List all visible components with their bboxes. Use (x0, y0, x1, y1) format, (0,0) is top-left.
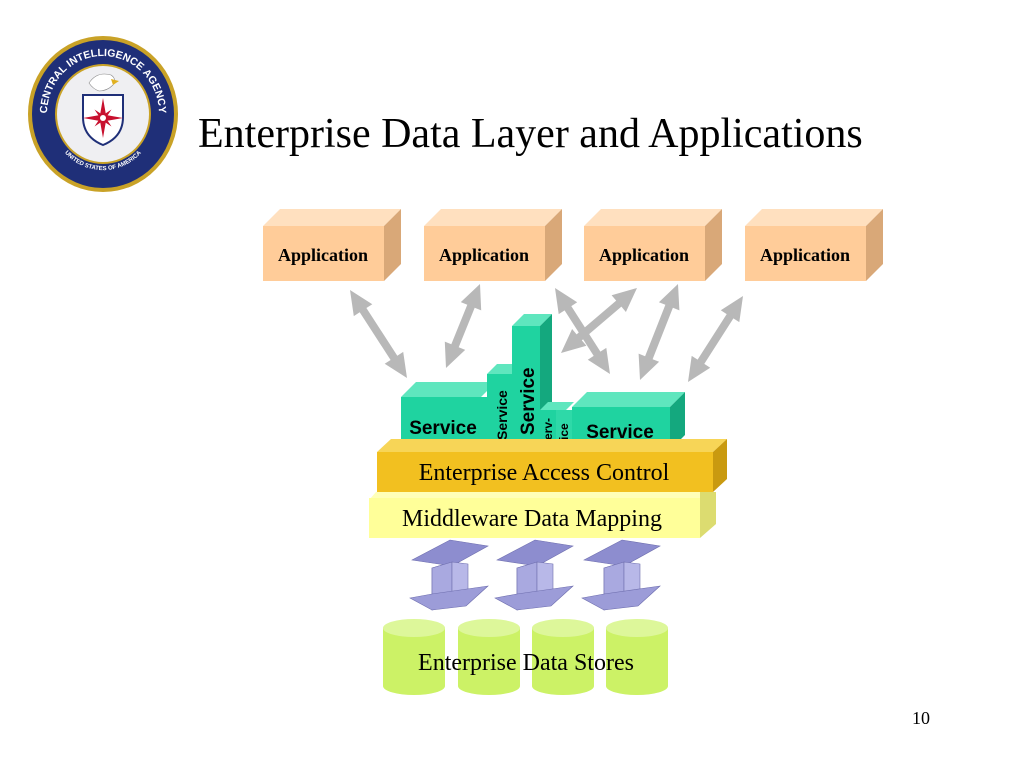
access-control-label: Enterprise Access Control (419, 460, 670, 486)
data-store-cylinder-4 (606, 619, 668, 695)
service-blocks: Service Service Service Serv- ice Servic… (401, 314, 685, 450)
application-label: Application (439, 245, 529, 265)
application-box-4: Application (745, 209, 883, 281)
application-label: Application (760, 245, 850, 265)
data-store-cylinder-1 (383, 619, 445, 695)
middleware-label: Middleware Data Mapping (402, 506, 662, 532)
data-store-cylinders (383, 619, 668, 695)
cia-seal-logo: CENTRAL INTELLIGENCE AGENCY UNITED STATE… (28, 36, 178, 192)
up-arrows (409, 539, 661, 611)
access-control-layer: Enterprise Access Control (377, 439, 727, 492)
application-box-1: Application (263, 209, 401, 281)
service-label-left: Service (409, 418, 477, 439)
up-arrow-3 (581, 539, 661, 611)
double-arrow-5 (638, 284, 680, 380)
data-store-cylinder-3 (532, 619, 594, 695)
double-arrow-1 (350, 290, 407, 378)
page-number: 10 (912, 708, 930, 728)
up-arrow-1 (409, 539, 489, 611)
service-label-split-bottom: ice (557, 423, 571, 440)
connector-arrows (350, 284, 743, 382)
up-arrow-2 (494, 539, 574, 611)
double-arrow-2 (444, 284, 482, 368)
data-stores-label: Enterprise Data Stores (418, 650, 634, 676)
service-label-narrow: Service (494, 390, 510, 440)
middleware-layer: Middleware Data Mapping (369, 492, 716, 538)
service-label-right: Service (586, 422, 654, 443)
application-label: Application (599, 245, 689, 265)
data-store-cylinder-2 (458, 619, 520, 695)
double-arrow-4 (561, 288, 637, 353)
application-label: Application (278, 245, 368, 265)
slide-title: Enterprise Data Layer and Applications (198, 111, 863, 157)
double-arrow-6 (688, 296, 743, 382)
service-label-tall: Service (518, 367, 539, 435)
application-box-2: Application (424, 209, 562, 281)
application-box-3: Application (584, 209, 722, 281)
